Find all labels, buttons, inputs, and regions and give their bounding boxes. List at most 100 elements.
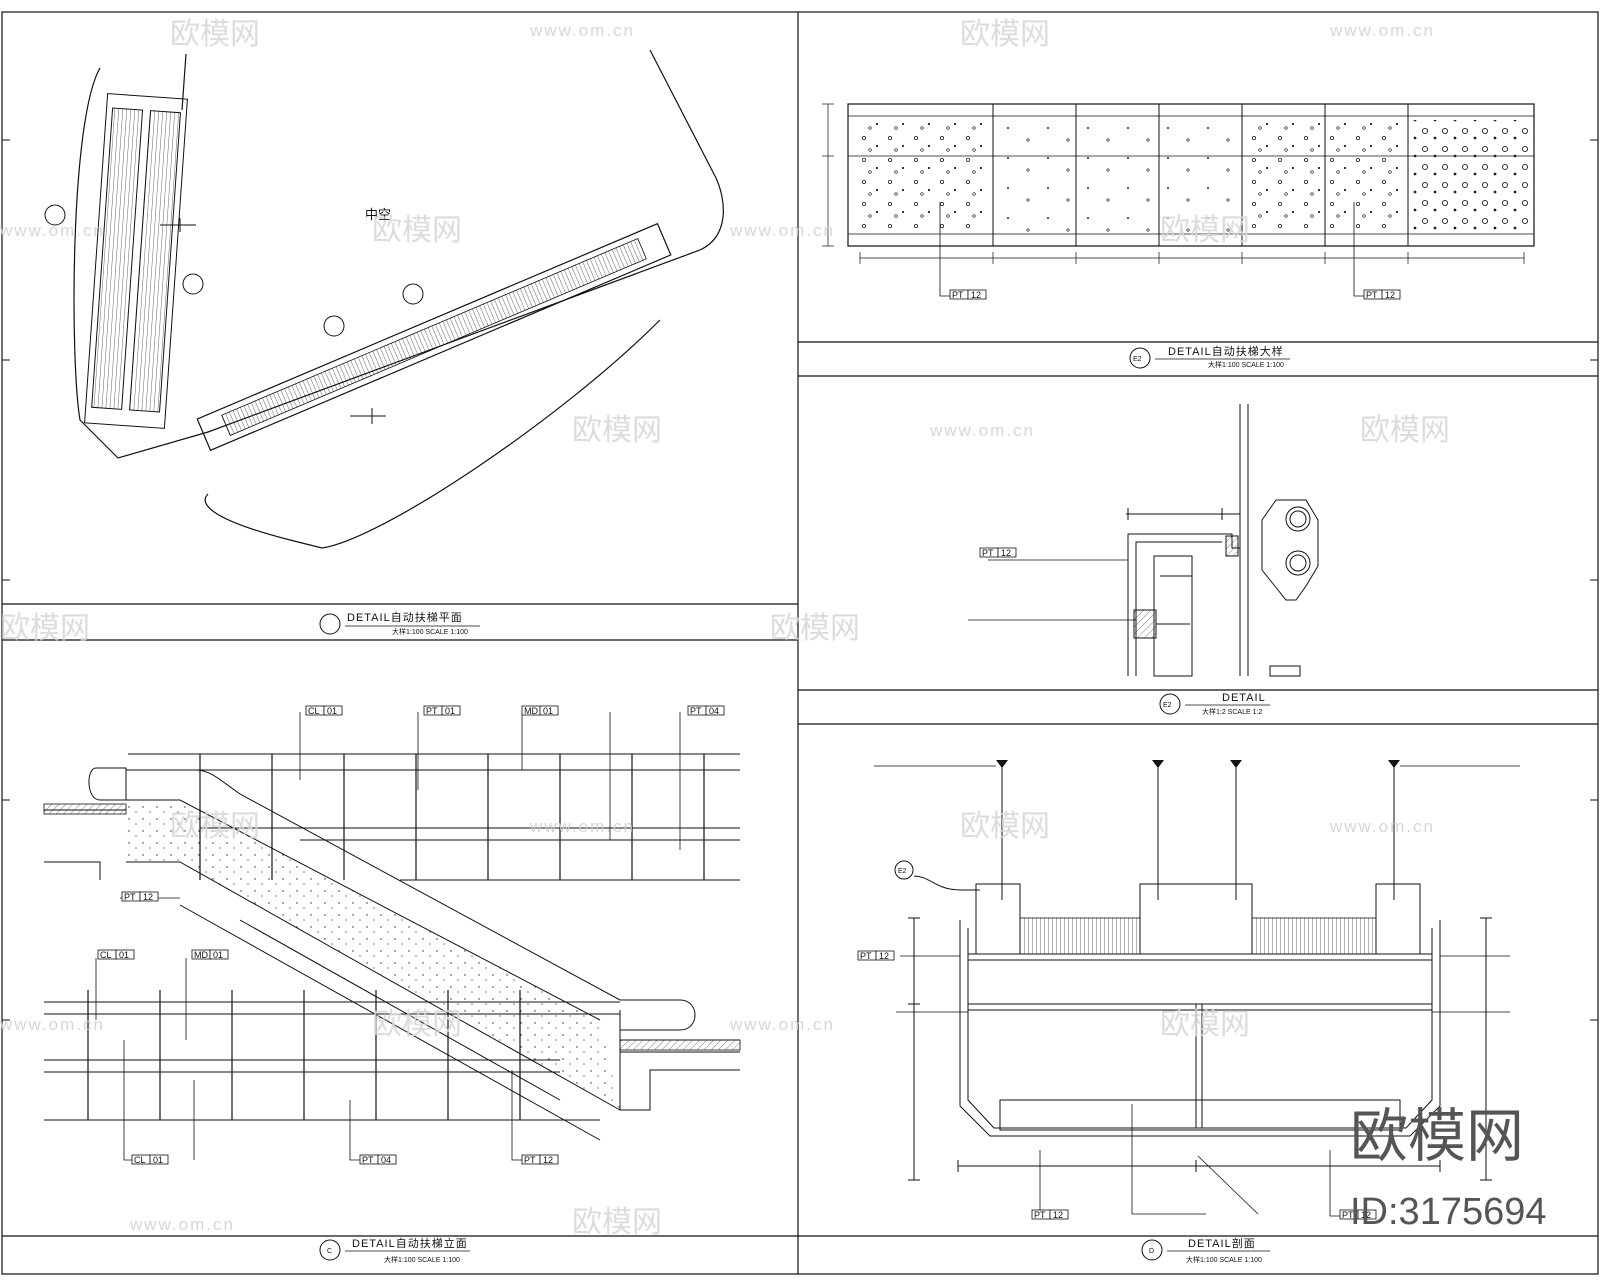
svg-text:04: 04 [709,706,719,716]
panel-bay-5 [1244,120,1324,232]
watermark-site: www.om.cn [729,1015,835,1034]
plan-panel: 中空 DETAIL自动扶梯平面 大样1:100 SCALE 1:100 [44,49,724,636]
elevation-tag-10: PT 12 [521,1154,559,1165]
section-cut-marks [160,218,386,424]
corner-id: ID:3175694 [1350,1191,1547,1233]
elevation-scale: 大样1:100 SCALE 1:100 [384,1255,460,1264]
svg-text:01: 01 [445,706,455,716]
plan-markers [44,204,424,337]
marker-c1 [44,204,66,226]
watermark-brand: 欧模网 [770,611,860,646]
svg-text:01: 01 [543,706,553,716]
watermark-brand: 欧模网 [1360,413,1450,448]
svg-text:12: 12 [543,1155,553,1165]
plan-title-symbol [319,613,341,635]
watermark-site: www.om.cn [1329,817,1435,836]
section-hangers [996,760,1400,768]
upper-landing-slab [43,803,127,815]
watermark-brand: 欧模网 [372,213,462,248]
panel-ref-symbol [1129,347,1151,369]
elevation-title: DETAIL自动扶梯立面 [352,1236,468,1250]
corner-brand: 欧模网 [1350,1104,1524,1169]
section-step-band-left [1019,917,1141,955]
svg-text:PT: PT [1366,290,1378,300]
watermark-brand: 欧模网 [572,1205,662,1240]
elevation-tag-7: MD 01 [191,949,229,960]
svg-text:04: 04 [381,1155,391,1165]
panel-tag-1: PT 12 [949,289,987,300]
svg-text:12: 12 [1385,290,1395,300]
detail-title: DETAIL [1222,692,1266,704]
corner-watermark: 欧模网 ID:3175694 [1350,1104,1547,1233]
plan-title: DETAIL自动扶梯平面 [347,610,463,624]
panel-bay-7 [1410,120,1530,232]
watermark-site: www.om.cn [0,221,105,240]
panel-scale: 大样1:100 SCALE 1:100 [1208,360,1284,369]
svg-text:PT: PT [1342,1210,1354,1220]
svg-text:CL: CL [100,950,112,960]
watermark-site: www.om.cn [729,221,835,240]
detail-panel: PT 12 E2 DETAIL 大样1:2 SCALE 1:2 [968,404,1319,716]
section-title: DETAIL剖面 [1188,1236,1256,1250]
section-tag-1: PT 12 [857,950,895,961]
watermark-brand: 欧模网 [572,413,662,448]
section-scale: 大样1:100 SCALE 1:100 [1186,1255,1262,1264]
watermark-brand: 欧模网 [0,611,90,646]
svg-text:PT: PT [952,290,964,300]
detail-leaders [968,559,1136,621]
watermark-site: www.om.cn [529,817,635,836]
svg-text:PT: PT [1034,1210,1046,1220]
watermark-layer: 欧模网 欧模网 欧模网 欧模网 欧模网 欧模网 欧模网 欧模网 欧模网 欧模网 … [0,17,1450,1240]
watermark-brand: 欧模网 [960,809,1050,844]
panel-bay-1 [856,120,992,232]
edge-ticks [2,139,1598,1021]
svg-text:12: 12 [1053,1210,1063,1220]
elevation-tag-3: MD 01 [521,705,559,716]
section-panel: PT 12 PT 12 PT 12 E2 D DETAIL剖面 大样1:100 … [857,760,1520,1264]
panel-bay-6 [1327,120,1407,232]
elevation-ref-symbol [319,1239,341,1261]
detail-ref: E2 [1163,702,1172,709]
panel-bay-2 [995,120,1075,232]
section-tag-3: PT 12 [1339,1209,1377,1220]
section-ref-symbol [1141,1239,1163,1261]
svg-text:PT: PT [690,706,702,716]
panel-dimension-lines [822,103,1525,264]
elevation-tag-4: PT 04 [687,705,725,716]
watermark-site: www.om.cn [1329,21,1435,40]
panel-ref: E2 [1133,356,1142,363]
void-outline [73,49,724,549]
escalator-elevation: CL 01 PT 01 MD 01 PT 04 PT 12 [43,705,741,1264]
panel-title: DETAIL自动扶梯大样 [1168,344,1284,358]
svg-text:PT: PT [124,892,136,902]
detail-tag-1: PT 12 [979,547,1017,558]
panel-bay-4 [1161,120,1241,232]
detail-ref-symbol [1159,693,1181,715]
plan-scale: 大样1:100 SCALE 1:100 [392,627,468,636]
sheet-frame [1,11,1599,1275]
watermark-brand: 欧模网 [1160,1007,1250,1042]
elevation-tag-2: PT 01 [423,705,461,716]
svg-text:PT: PT [982,548,994,558]
svg-text:12: 12 [879,951,889,961]
watermark-site: www.om.cn [529,21,635,40]
watermark-brand: 欧模网 [170,17,260,52]
watermark-brand: 欧模网 [960,17,1050,52]
marker-c2 [182,273,204,295]
elevation-tag-6: CL 01 [97,949,135,960]
svg-text:CL: CL [308,706,320,716]
panel-bay-3 [1078,120,1158,232]
watermark-brand: 欧模网 [372,1007,462,1042]
section-ref: D [1149,1248,1154,1255]
svg-text:12: 12 [1001,548,1011,558]
lower-landing-slab [619,1039,741,1051]
panel-leaders [939,202,1364,297]
watermark-brand: 欧模网 [1160,213,1250,248]
section-callout: E2 [898,868,907,875]
watermark-brand: 欧模网 [170,809,260,844]
elevation-leaders [95,712,681,1161]
marker-c4 [323,315,345,337]
svg-text:CL: CL [134,1155,146,1165]
